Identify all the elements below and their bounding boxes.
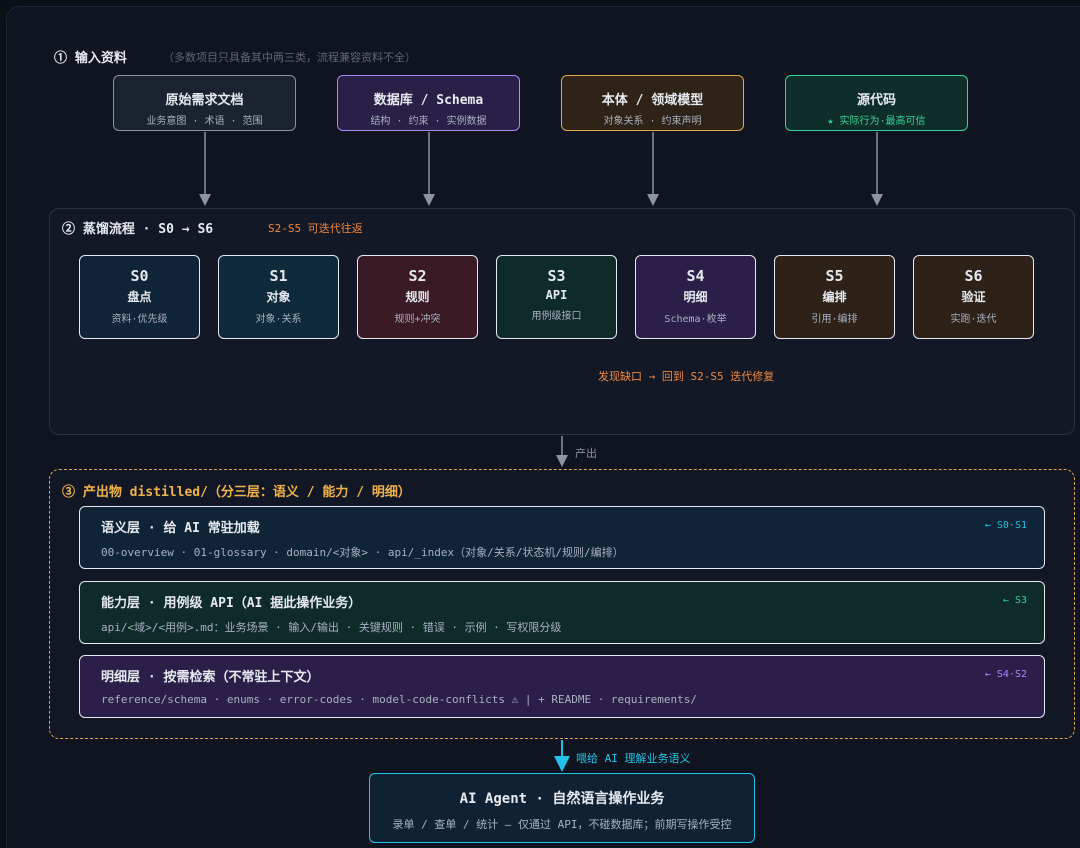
step-name: API [545,288,568,302]
process-note: S2-S5 可迭代往返 [268,222,363,235]
step-s1: S1 对象 对象·关系 [218,255,339,339]
layer-detail: 明细层 · 按需检索（不常驻上下文） reference/schema · en… [79,655,1045,718]
process-title: ② 蒸馏流程 · S0 → S6 [62,222,214,237]
layer-title: 语义层 · 给 AI 常驻加载 [101,521,260,536]
step-name: 编排 [822,290,847,304]
input-requirements-doc: 原始需求文档 业务意图 · 术语 · 范围 [113,75,296,131]
layer-semantic: 语义层 · 给 AI 常驻加载 00-overview · 01-glossar… [79,506,1045,569]
layer-title: 能力层 · 用例级 API（AI 据此操作业务） [101,596,362,611]
input-sub: 业务意图 · 术语 · 范围 [146,116,263,127]
input-title: 原始需求文档 [165,93,244,108]
ai-agent-box: AI Agent · 自然语言操作业务 录单 / 查单 / 统计 — 仅通过 A… [369,773,755,843]
step-code: S1 [269,267,288,285]
step-desc: 实跑·迭代 [950,314,997,325]
step-name: 盘点 [127,290,152,304]
step-code: S0 [130,267,149,285]
step-s6: S6 验证 实跑·迭代 [913,255,1034,339]
step-desc: 规则+冲突 [394,314,441,325]
step-s3: S3 API 用例级接口 [496,255,617,339]
layer-desc: 00-overview · 01-glossary · domain/<对象> … [101,546,624,559]
step-name: 明细 [683,290,708,304]
step-s0: S0 盘点 资料·优先级 [79,255,200,339]
input-sub: 结构 · 约束 · 实例数据 [370,116,487,127]
input-database-schema: 数据库 / Schema 结构 · 约束 · 实例数据 [337,75,520,131]
feed-label: 喂给 AI 理解业务语义 [576,752,691,765]
input-title: 数据库 / Schema [373,93,484,108]
layer-capability: 能力层 · 用例级 API（AI 据此操作业务） api/<域>/<用例>.md… [79,581,1045,644]
outputs-title: ③ 产出物 distilled/（分三层：语义 / 能力 / 明细） [62,485,411,500]
step-s4: S4 明细 Schema·枚举 [635,255,756,339]
input-ontology-model: 本体 / 领域模型 对象关系 · 约束声明 [561,75,744,131]
step-name: 验证 [961,290,986,304]
step-code: S5 [825,267,844,285]
loop-label: 发现缺口 → 回到 S2-S5 迭代修复 [598,370,775,383]
step-code: S6 [964,267,983,285]
step-desc: 引用·编排 [811,314,858,325]
inputs-note: （多数项目只具备其中两三类，流程兼容资料不全） [163,51,416,64]
layer-desc: api/<域>/<用例>.md：业务场景 · 输入/输出 · 关键规则 · 错误… [101,621,562,634]
step-desc: 用例级接口 [531,311,582,322]
agent-title: AI Agent · 自然语言操作业务 [459,791,665,807]
step-desc: Schema·枚举 [664,314,727,325]
layer-ref: ← S0·S1 [984,520,1027,531]
input-title: 源代码 [856,93,896,108]
step-desc: 资料·优先级 [111,314,168,325]
layer-ref: ← S3 [1002,595,1027,606]
step-s2: S2 规则 规则+冲突 [357,255,478,339]
produce-label: 产出 [575,447,597,460]
input-source-code: 源代码 ★ 实际行为·最高可信 [785,75,968,131]
input-sub: 对象关系 · 约束声明 [603,116,702,127]
layer-title: 明细层 · 按需检索（不常驻上下文） [101,670,320,685]
step-desc: 对象·关系 [255,314,302,325]
step-code: S3 [547,267,566,285]
step-name: 对象 [266,290,291,304]
layer-ref: ← S4·S2 [984,669,1027,680]
step-code: S2 [408,267,427,285]
input-title: 本体 / 领域模型 [601,93,704,108]
step-s5: S5 编排 引用·编排 [774,255,895,339]
input-sub: ★ 实际行为·最高可信 [827,116,926,127]
step-name: 规则 [405,290,430,304]
agent-sub: 录单 / 查单 / 统计 — 仅通过 API，不碰数据库；前期写操作受控 [392,818,732,831]
inputs-title: ① 输入资料 [54,51,127,66]
layer-desc: reference/schema · enums · error-codes ·… [101,693,698,706]
step-code: S4 [686,267,705,285]
